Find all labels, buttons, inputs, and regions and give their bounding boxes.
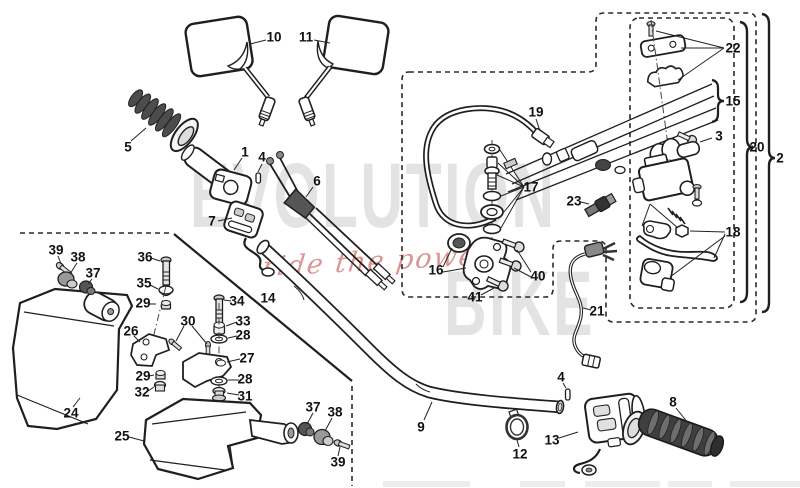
leader-fan-17 xyxy=(496,149,525,229)
banjo-hardware-stack xyxy=(480,140,504,242)
switch-housing-left xyxy=(223,200,264,239)
scan-artifact-band xyxy=(668,481,712,487)
bracket-26 xyxy=(130,333,171,367)
pin-4-upper xyxy=(255,172,262,184)
bar-clamp xyxy=(505,408,529,441)
scan-artifact-band xyxy=(520,481,565,487)
fastener-column-right xyxy=(182,294,233,402)
reservoir-cover xyxy=(639,34,687,58)
wire-housing-left xyxy=(243,237,264,271)
hose-end-fitting xyxy=(531,127,555,149)
internal-kit-lines xyxy=(503,83,719,201)
brake-lever xyxy=(635,220,718,292)
handguard-right-screw xyxy=(333,439,351,450)
brace-2 xyxy=(761,12,776,314)
perch-bolt-a xyxy=(501,238,525,253)
scan-artifact-band xyxy=(383,481,470,487)
pin-4-lower xyxy=(564,388,571,401)
master-cylinder-body xyxy=(632,137,703,225)
brace-20 xyxy=(739,20,754,304)
handguard-right xyxy=(142,397,299,481)
dashed-box-mid-and-right xyxy=(401,12,757,323)
fastener-column-left xyxy=(130,256,174,392)
grip-right xyxy=(622,408,725,457)
perch-bolt-b xyxy=(498,257,522,272)
brace-15 xyxy=(711,78,725,124)
dashed-box-lever-assembly xyxy=(629,17,735,309)
grip-left xyxy=(128,89,199,153)
clamp-saddle xyxy=(646,65,685,88)
switch-wire xyxy=(568,241,618,369)
scan-artifact-band xyxy=(730,481,800,487)
handguard-left xyxy=(11,287,134,431)
throttle-housing-upper xyxy=(209,168,253,207)
throttle-cables xyxy=(266,151,396,291)
kit-boundary-solid-diagonal xyxy=(173,233,353,382)
screw-30a xyxy=(168,338,183,352)
mirror-right xyxy=(298,14,390,127)
mirror-left xyxy=(184,15,276,127)
perch-bolt-c xyxy=(485,276,509,292)
handguard-left-pivot xyxy=(83,291,120,322)
pressure-switch xyxy=(583,192,617,218)
scan-artifact-band xyxy=(585,481,660,487)
switch-wire-lower xyxy=(572,448,602,475)
